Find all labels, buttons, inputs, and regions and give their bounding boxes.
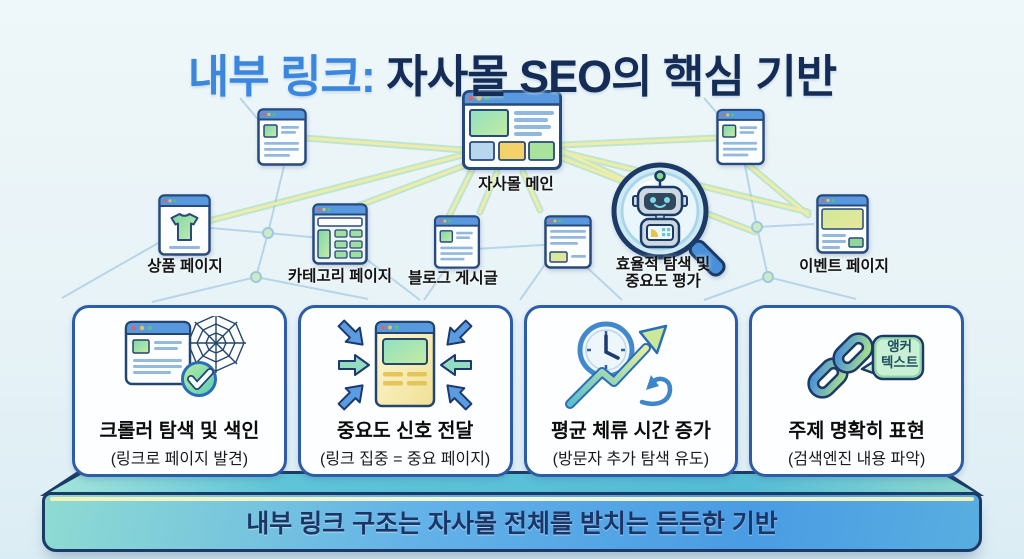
card-icon-area [75,316,284,412]
crawler-node-label: 효율적 탐색 및 중요도 평가 [583,256,743,290]
growth-arrow-icon [564,324,673,409]
benefit-card-importance: 중요도 신호 전달 (링크 집중 = 중요 페이지) [297,305,513,477]
main-page-node-icon [462,90,562,170]
crawler-label-line2: 중요도 평가 [625,273,701,290]
anchor-text-badge: 앵커 텍스트 [875,339,925,371]
product-page-node-icon [158,194,211,256]
footer-text: 내부 링크 구조는 자사몰 전체를 받치는 든든한 기반 [246,510,778,538]
blog-post-node-icon [433,215,481,269]
title-rest: 자사몰 SEO의 핵심 기반 [374,51,837,103]
main-page-label: 자사몰 메인 [478,176,554,193]
chain-link-icon [806,332,924,399]
sub-page-node-icon [716,108,765,166]
page-title: 내부 링크: 자사몰 SEO의 핵심 기반 [0,40,1024,105]
spider-web-check-icon [125,316,247,397]
anchor-badge-line2: 텍스트 [880,355,919,370]
category-page-label: 카테고리 페이지 [287,268,393,285]
card-title: 주제 명확히 표현 [788,420,925,442]
anchor-badge-line1: 앵커 [887,339,913,354]
card-subtitle: (링크로 페이지 발견) [110,451,249,468]
card-icon-area [301,316,510,412]
browser-icon [125,320,192,386]
card-title: 중요도 신호 전달 [336,420,474,442]
blog-post-label: 블로그 게시글 [408,270,498,287]
card-subtitle: (검색엔진 내용 파악) [787,451,926,468]
crawler-label-line1: 효율적 탐색 및 [615,256,711,273]
benefit-cards-row: 크롤러 탐색 및 색인 (링크로 페이지 발견) [72,305,964,477]
event-page-label: 이벤트 페이지 [799,258,889,275]
footer-banner: 내부 링크 구조는 자사몰 전체를 받치는 든든한 기반 [42,492,982,552]
category-page-node-icon [312,203,368,265]
podium-top-surface [43,474,981,496]
card-icon-area [527,316,736,412]
inward-arrows-page-icon [333,316,477,412]
tshirt-icon [170,213,199,241]
product-page-label: 상품 페이지 [147,258,223,275]
sub-page-node-icon [257,108,307,166]
card-title: 평균 체류 시간 증가 [550,420,711,442]
card-subtitle: (링크 집중 = 중요 페이지) [319,451,491,468]
browser-icon [374,320,436,408]
clock-growth-arrow-icon [564,321,673,409]
checkmark-icon [181,361,218,397]
card-subtitle: (방문자 추가 탐색 유도) [552,451,710,468]
robot-icon [632,170,688,249]
card-title: 크롤러 탐색 및 색인 [99,420,260,442]
robot-magnifier-icon [611,162,726,277]
title-highlight: 내부 링크: [187,51,376,103]
sub-page-node-icon [544,215,592,269]
benefit-card-dwell-time: 평균 체류 시간 증가 (방문자 추가 탐색 유도) [523,305,739,477]
event-page-node-icon [816,194,869,254]
benefit-card-anchor-text: 앵커 텍스트 주제 명확히 표현 (검색엔진 내용 파악) [749,305,964,477]
benefit-card-crawler: 크롤러 탐색 및 색인 (링크로 페이지 발견) [72,305,287,477]
speech-bubble [860,334,924,381]
card-icon-area: 앵커 텍스트 [752,316,961,412]
